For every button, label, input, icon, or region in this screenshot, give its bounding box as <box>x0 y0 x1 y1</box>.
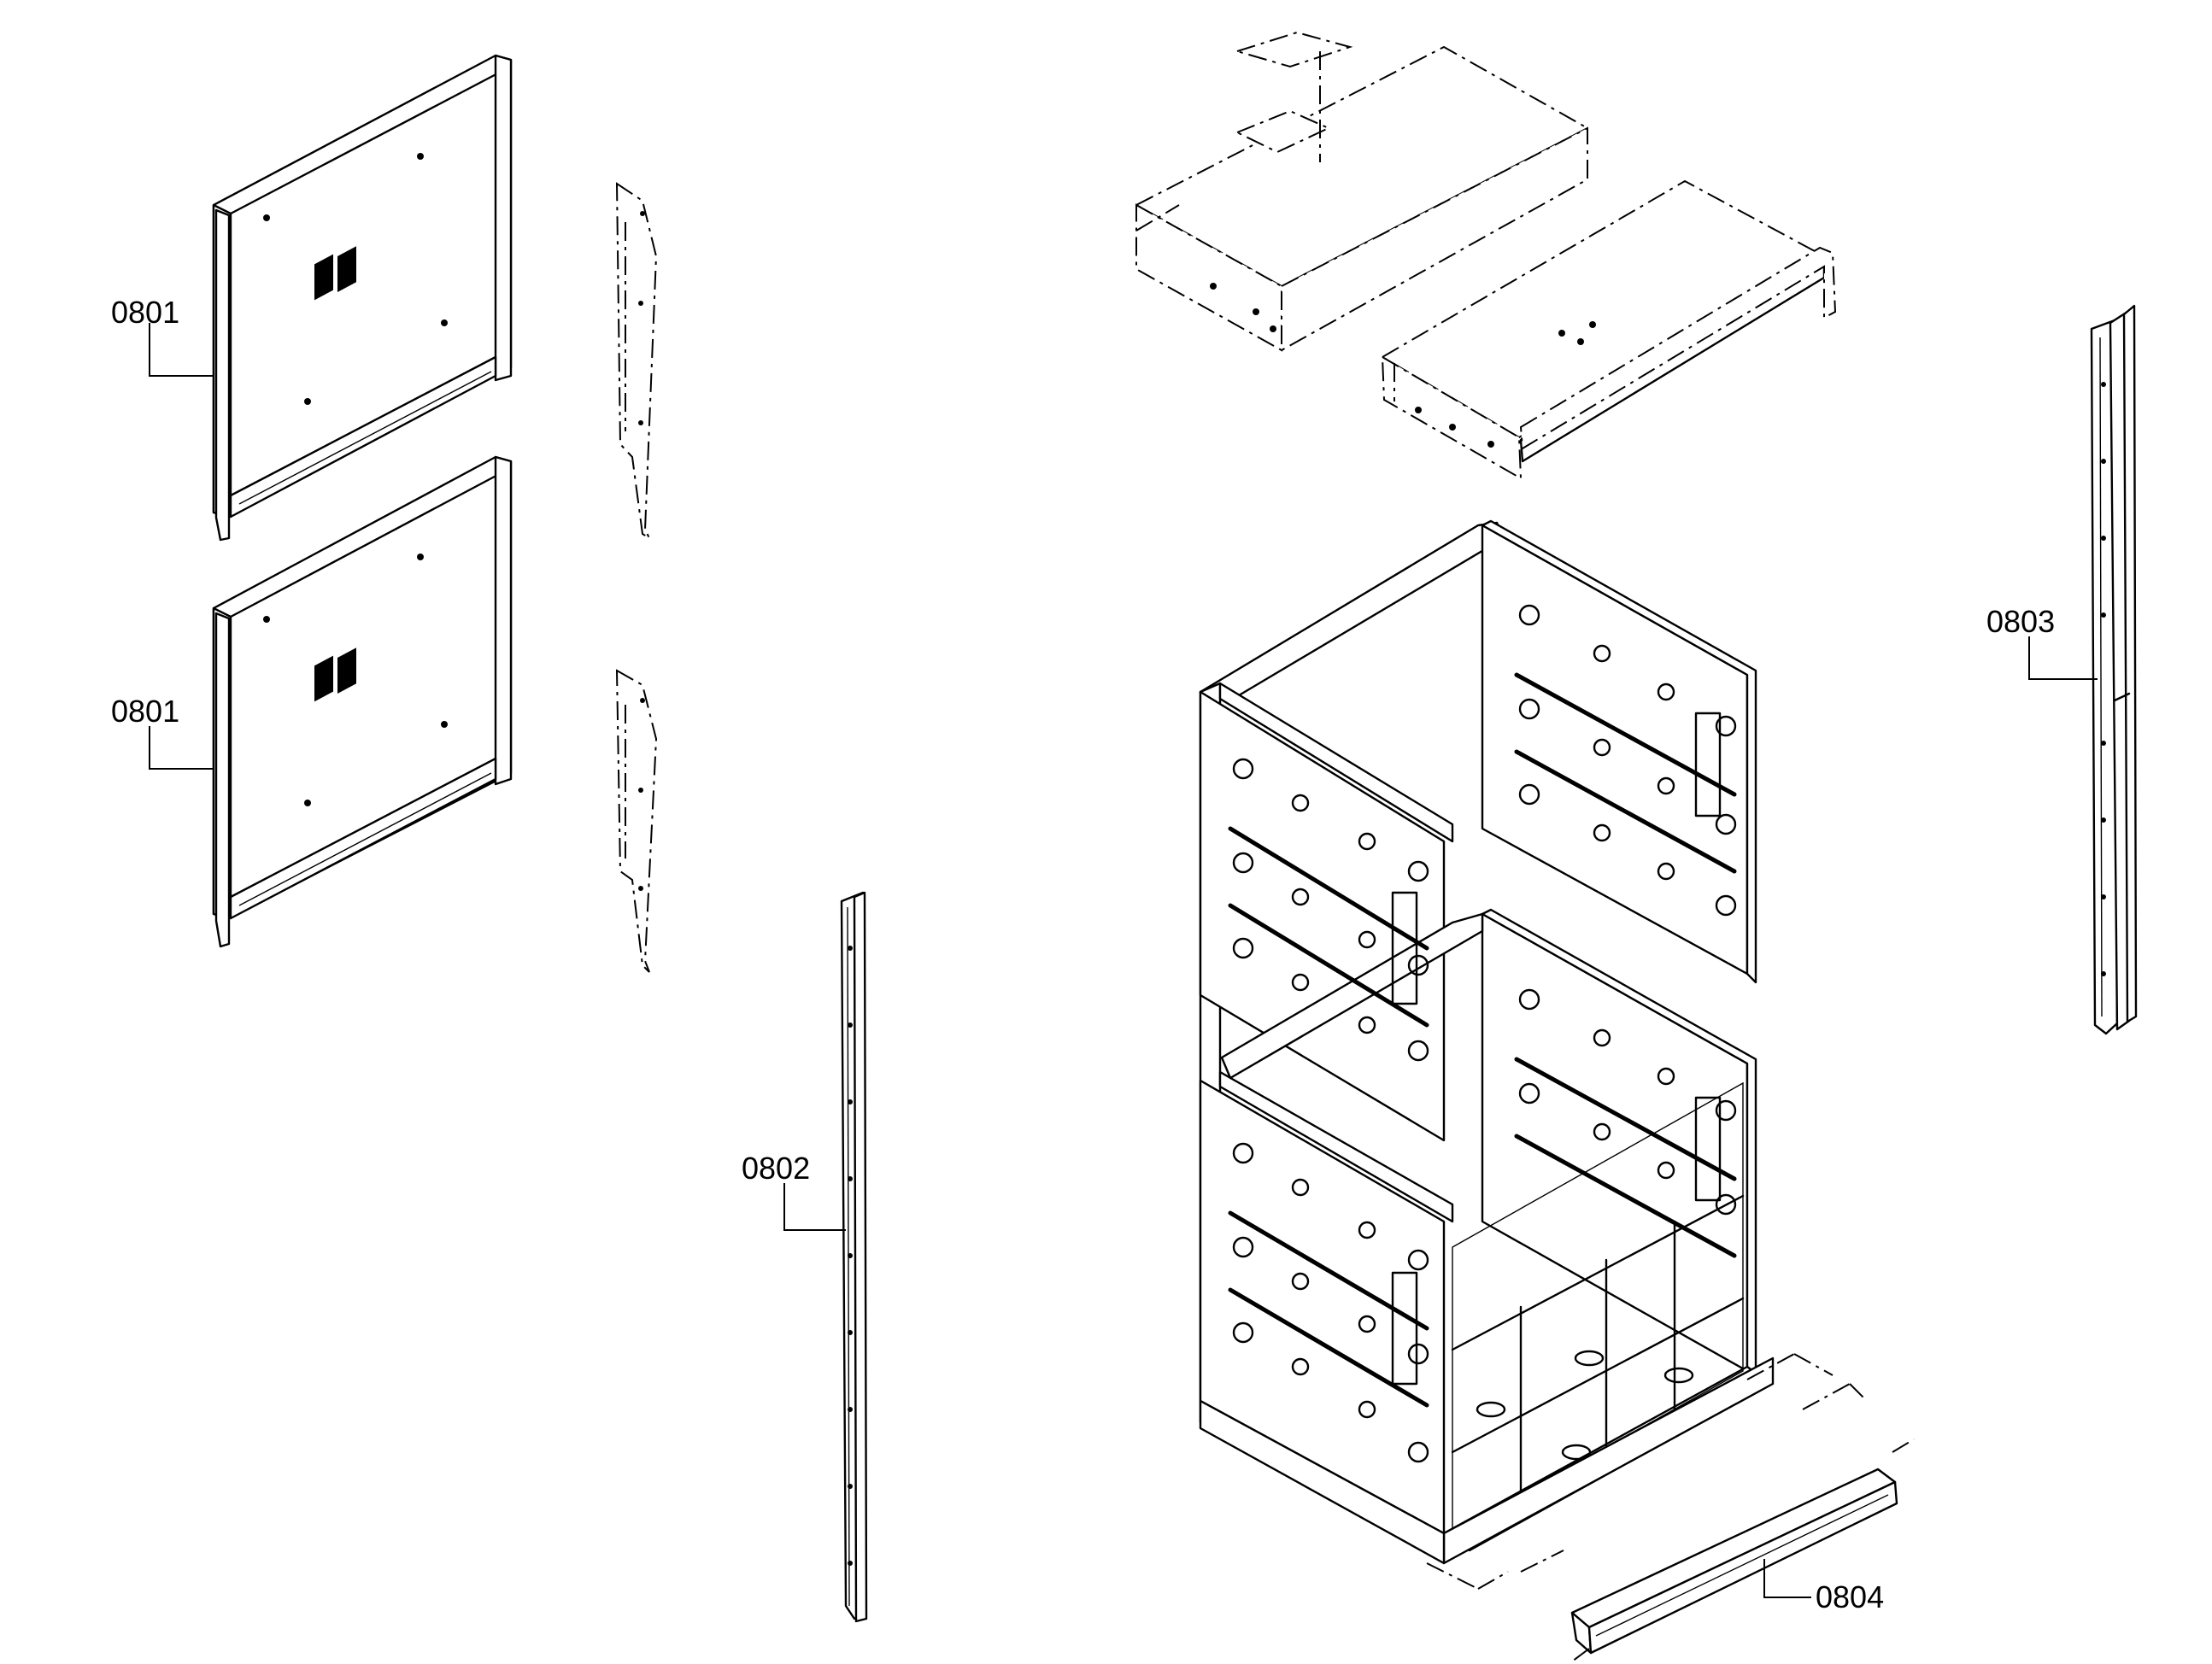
dashed-bracket-lower <box>615 669 658 973</box>
vertical-rail-left <box>840 891 868 1623</box>
leader-line <box>2028 636 2098 680</box>
top-cover-dashed <box>1134 31 1590 352</box>
callout-label: 0803 <box>1986 604 2055 639</box>
leader-line <box>149 726 214 770</box>
dashed-bracket-upper <box>615 182 658 541</box>
side-panel-lower <box>212 455 513 948</box>
leader-line <box>149 323 214 377</box>
vertical-rail-right <box>2090 304 2138 1035</box>
vent-grille-lower <box>314 647 356 702</box>
callout-label: 0801 <box>111 295 179 330</box>
mounting-holes <box>1228 604 1737 1463</box>
side-panel-upper <box>212 54 513 542</box>
callout-label: 0802 <box>742 1151 810 1186</box>
callout-label: 0801 <box>111 694 179 729</box>
front-trim-strip <box>1426 1353 1915 1662</box>
leader-line <box>783 1183 846 1231</box>
leader-line <box>1763 1559 1811 1598</box>
fan-housing-dashed <box>1381 179 1837 480</box>
callout-label: 0804 <box>1816 1579 1884 1614</box>
vent-grille-upper <box>314 246 356 301</box>
oven-cabinet-frame <box>1199 519 1775 1565</box>
